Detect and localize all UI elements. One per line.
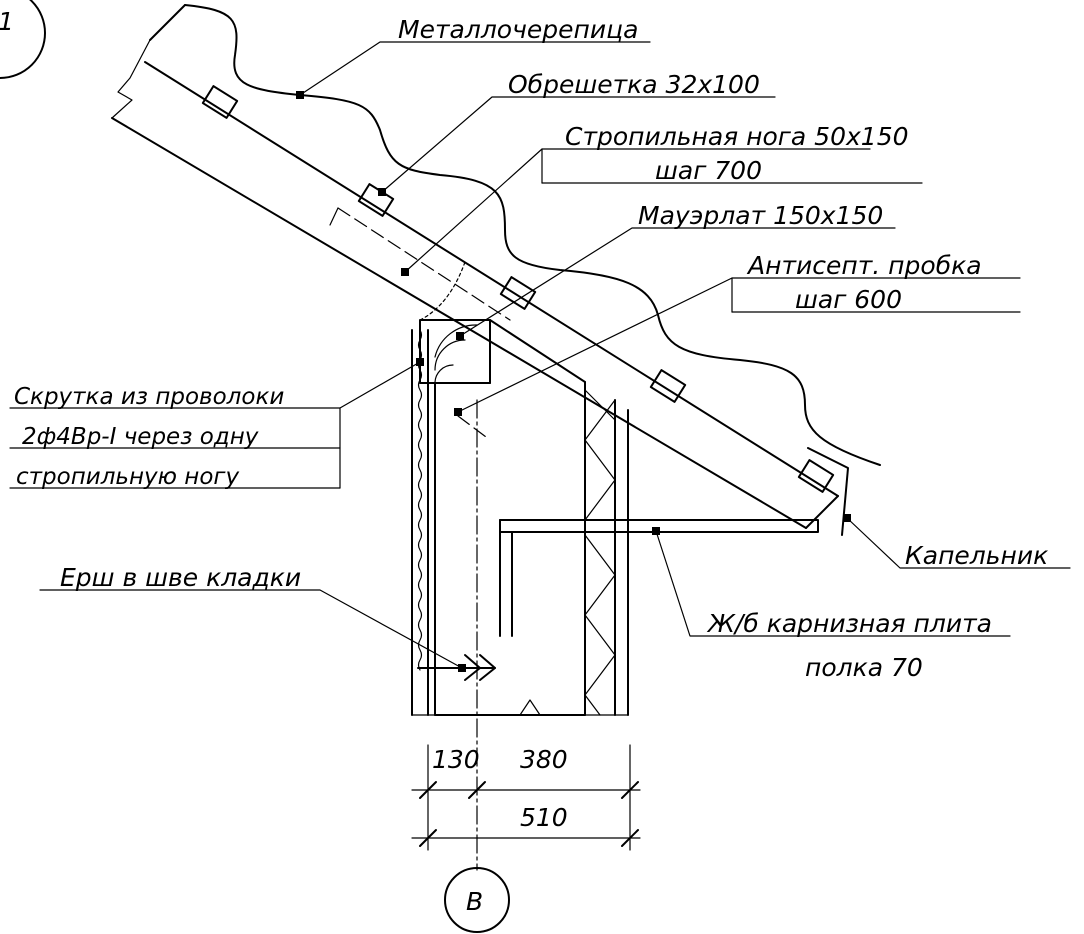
label-wire-1: Скрутка из проволоки [14,384,284,410]
metal-tile-profile [184,4,881,466]
axis-marker-text: В [466,887,483,916]
dim-130: 130 [432,745,480,774]
label-rafter-1: Стропильная нога 50х150 [565,122,909,151]
label-wall-plate: Мауэрлат 150х150 [638,201,883,230]
label-wire-2: 2ф4Вр-I через одну [22,424,259,450]
ruff-anchor [417,654,496,681]
label-slab-1: Ж/б карнизная плита [706,609,992,638]
label-rafter-2: шаг 700 [655,156,762,185]
detail-marker-text: 1 [0,7,14,36]
label-plug-1: Антисепт. пробка [746,251,982,280]
label-drip: Капельник [905,541,1048,570]
dim-380: 380 [520,745,568,774]
label-battens: Обрешетка 32х100 [508,70,760,99]
dim-510: 510 [520,803,568,832]
label-texts: Металлочерепица Обрешетка 32х100 Стропил… [14,15,1048,682]
brick-wall [411,261,629,716]
leaders [9,41,1071,672]
battens [201,85,835,493]
label-roofing: Металлочерепица [398,15,638,44]
drip-edge [807,447,849,536]
axis-marker: В [444,867,510,933]
label-slab-2: полка 70 [805,653,923,682]
label-wire-3: стропильную ногу [16,464,239,490]
label-plug-2: шаг 600 [795,285,902,314]
label-ruff: Ерш в шве кладки [60,563,301,592]
detail-marker: 1 [0,0,46,79]
wall-plate [419,319,491,384]
dimension-lines: 130 380 510 [411,744,641,851]
rafter [111,4,839,529]
